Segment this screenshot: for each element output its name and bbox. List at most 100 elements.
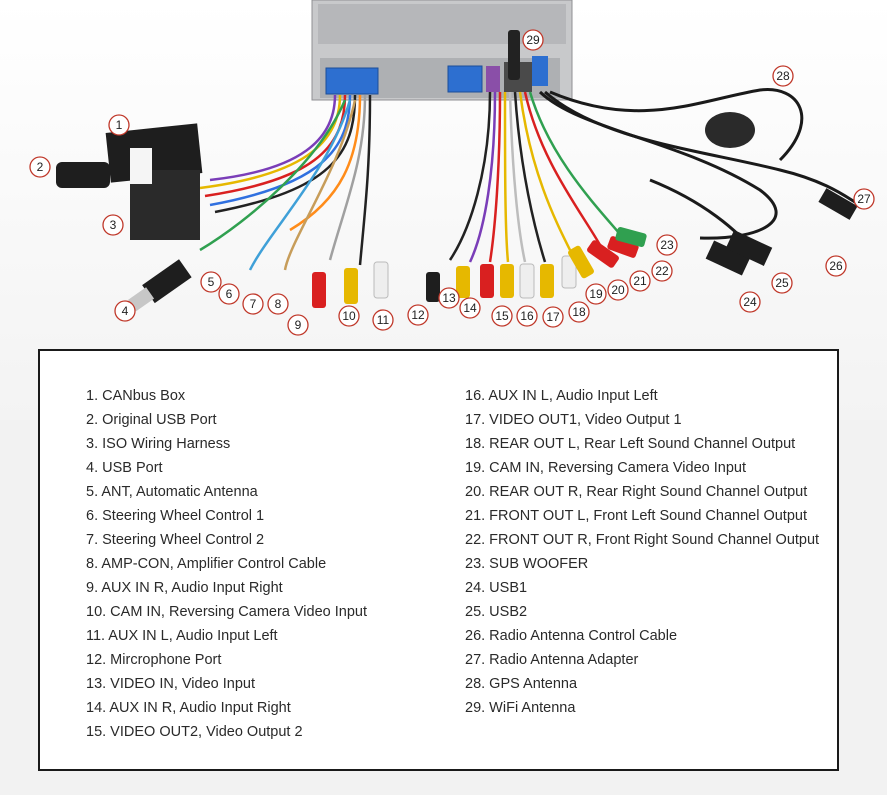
legend-item: 11. AUX IN L, Audio Input Left xyxy=(86,628,278,644)
callout-number: 18 xyxy=(572,305,586,319)
callout-13: 13 xyxy=(438,287,460,309)
callout-circle xyxy=(516,305,538,327)
callout-15: 15 xyxy=(491,305,513,327)
callout-circle xyxy=(287,314,309,336)
callout-18: 18 xyxy=(568,301,590,323)
rca-plugs-left xyxy=(312,261,389,308)
callout-circle xyxy=(629,270,651,292)
legend-item: 25. USB2 xyxy=(465,604,528,620)
callout-number: 2 xyxy=(37,160,44,174)
callout-circle xyxy=(114,300,136,322)
blue-connector xyxy=(447,65,483,93)
callout-circle xyxy=(771,272,793,294)
callout-number: 24 xyxy=(743,295,757,309)
callout-number: 27 xyxy=(857,192,871,206)
callout-number: 8 xyxy=(275,297,282,311)
callout-circle xyxy=(108,114,130,136)
callout-3: 3 xyxy=(102,214,124,236)
legend-item: 26. Radio Antenna Control Cable xyxy=(465,628,678,644)
callout-number: 6 xyxy=(226,287,233,301)
callout-20: 20 xyxy=(607,279,629,301)
legend-item: 23. SUB WOOFER xyxy=(465,556,589,572)
callout-number: 21 xyxy=(633,274,647,288)
legend-item: 18. REAR OUT L, Rear Left Sound Channel … xyxy=(465,436,796,452)
legend-item: 20. REAR OUT R, Rear Right Sound Channel… xyxy=(465,484,808,500)
callout-number: 15 xyxy=(495,309,509,323)
callout-circle xyxy=(542,306,564,328)
callout-circle xyxy=(522,29,544,51)
callout-19: 19 xyxy=(585,283,607,305)
callout-7: 7 xyxy=(242,293,264,315)
legend-item: 3. ISO Wiring Harness xyxy=(86,436,231,452)
callout-number: 9 xyxy=(295,318,302,332)
callout-4: 4 xyxy=(114,300,136,322)
callout-27: 27 xyxy=(853,188,875,210)
callout-circle xyxy=(218,283,240,305)
legend-item: 27. Radio Antenna Adapter xyxy=(465,652,639,668)
callout-circle xyxy=(267,293,289,315)
legend-item: 10. CAM IN, Reversing Camera Video Input xyxy=(86,604,368,620)
callout-circle xyxy=(585,283,607,305)
legend-item: 29. WiFi Antenna xyxy=(465,700,576,716)
legend-item: 17. VIDEO OUT1, Video Output 1 xyxy=(465,412,682,428)
legend-item: 5. ANT, Automatic Antenna xyxy=(86,484,258,500)
callout-9: 9 xyxy=(287,314,309,336)
legend-item: 8. AMP-CON, Amplifier Control Cable xyxy=(86,556,327,572)
callout-14: 14 xyxy=(459,297,481,319)
legend-item: 21. FRONT OUT L, Front Left Sound Channe… xyxy=(465,508,807,524)
callout-number: 14 xyxy=(463,301,477,315)
legend-column-left: 1. CANbus Box 2. Original USB Port 3. ISO … xyxy=(86,384,367,744)
callout-number: 11 xyxy=(377,313,390,327)
callout-number: 1 xyxy=(116,118,123,132)
callout-number: 16 xyxy=(520,309,534,323)
callout-circle xyxy=(656,234,678,256)
callout-24: 24 xyxy=(739,291,761,313)
callout-number: 10 xyxy=(342,309,356,323)
callout-circle xyxy=(739,291,761,313)
callout-11: 11 xyxy=(372,309,394,331)
callout-circle xyxy=(242,293,264,315)
callout-circle xyxy=(338,305,360,327)
callout-circle xyxy=(607,279,629,301)
callout-circle xyxy=(372,309,394,331)
callout-25: 25 xyxy=(771,272,793,294)
callout-number: 4 xyxy=(122,304,129,318)
callout-number: 17 xyxy=(546,310,560,324)
callout-number: 5 xyxy=(208,275,215,289)
callout-circle xyxy=(438,287,460,309)
callout-6: 6 xyxy=(218,283,240,305)
legend-item: 4. USB Port xyxy=(86,460,163,476)
callout-number: 12 xyxy=(411,308,425,322)
callout-number: 20 xyxy=(611,283,625,297)
antenna-adapter-shape xyxy=(818,188,858,220)
callout-17: 17 xyxy=(542,306,564,328)
rca-plugs-right xyxy=(426,227,647,302)
legend-item: 1. CANbus Box xyxy=(86,388,186,404)
legend-item: 12. Mircrophone Port xyxy=(86,652,222,668)
legend-item: 2. Original USB Port xyxy=(86,412,217,428)
usb1-plug-shape xyxy=(705,240,751,276)
callout-22: 22 xyxy=(651,260,673,282)
callout-circle xyxy=(651,260,673,282)
callout-8: 8 xyxy=(267,293,289,315)
canbus-box xyxy=(105,123,203,240)
callout-circle xyxy=(102,214,124,236)
rca-wires xyxy=(448,91,626,263)
blue-connector xyxy=(532,56,548,86)
legend-item: 6. Steering Wheel Control 1 xyxy=(86,508,265,524)
legend-box: 1. CANbus Box 2. Original USB Port 3. ISO … xyxy=(38,349,839,771)
usb-gps-cables xyxy=(538,88,861,261)
callout-number: 7 xyxy=(250,297,257,311)
callout-number: 22 xyxy=(655,264,669,278)
callout-21: 21 xyxy=(629,270,651,292)
original-usb-port-shape xyxy=(56,162,110,188)
callout-26: 26 xyxy=(825,255,847,277)
callout-number: 29 xyxy=(526,33,540,47)
blue-connector xyxy=(325,67,379,95)
callout-12: 12 xyxy=(407,304,429,326)
callout-number: 23 xyxy=(660,238,674,252)
legend-item: 14. AUX IN R, Audio Input Right xyxy=(86,700,291,716)
callout-circle xyxy=(491,305,513,327)
callout-circle xyxy=(853,188,875,210)
